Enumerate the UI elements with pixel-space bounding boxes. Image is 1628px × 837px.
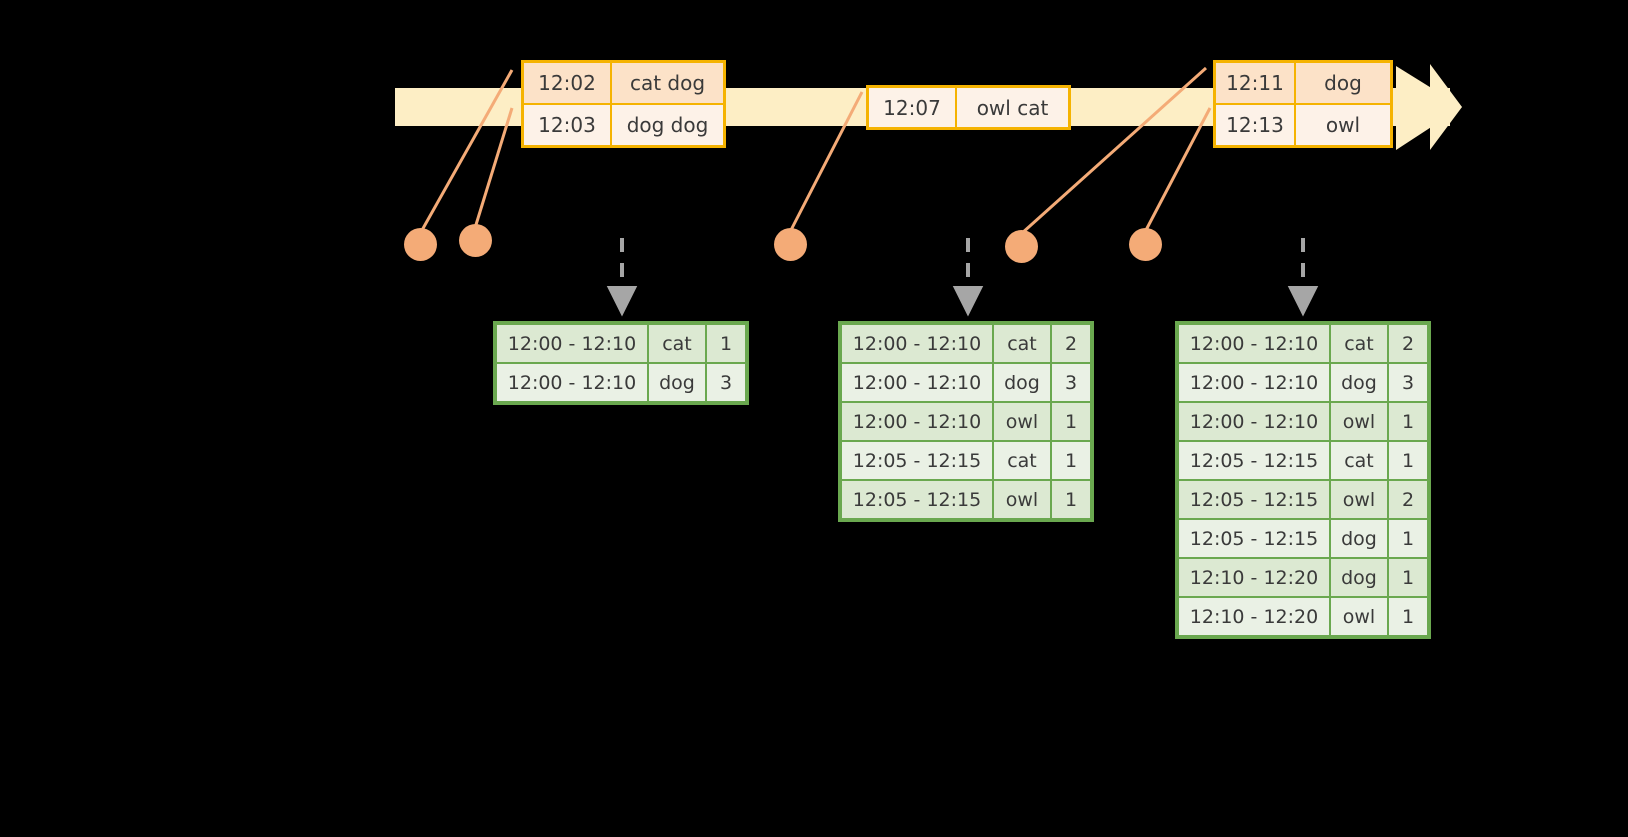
window-cell: 12:00 - 12:10 bbox=[1179, 325, 1329, 362]
table-row[interactable]: 12:00 - 12:10 cat 1 bbox=[497, 325, 745, 362]
window-cell: 12:00 - 12:10 bbox=[1179, 364, 1329, 401]
table-row[interactable]: 12:00 - 12:10 owl 1 bbox=[1179, 403, 1427, 440]
event-dot-4[interactable] bbox=[1005, 230, 1038, 263]
event-row[interactable]: 12:11 dog bbox=[1216, 63, 1390, 103]
key-cell: cat bbox=[994, 442, 1050, 479]
connector-2 bbox=[473, 107, 514, 229]
window-cell: 12:05 - 12:15 bbox=[842, 481, 992, 518]
table-row[interactable]: 12:00 - 12:10 dog 3 bbox=[1179, 364, 1427, 401]
table-row[interactable]: 12:00 - 12:10 cat 2 bbox=[842, 325, 1090, 362]
key-cell: owl bbox=[1331, 403, 1387, 440]
table-row[interactable]: 12:00 - 12:10 dog 3 bbox=[842, 364, 1090, 401]
key-cell: owl bbox=[994, 403, 1050, 440]
key-cell: dog bbox=[1331, 364, 1387, 401]
result-table-3[interactable]: 12:00 - 12:10 cat 2 12:00 - 12:10 dog 3 … bbox=[1175, 321, 1431, 639]
count-cell: 1 bbox=[1389, 598, 1427, 635]
connector-1 bbox=[419, 69, 514, 233]
event-time: 12:03 bbox=[524, 105, 612, 145]
count-cell: 1 bbox=[1052, 442, 1090, 479]
key-cell: cat bbox=[1331, 442, 1387, 479]
key-cell: dog bbox=[649, 364, 705, 401]
event-group-3[interactable]: 12:11 dog 12:13 owl bbox=[1213, 60, 1393, 148]
count-cell: 3 bbox=[1389, 364, 1427, 401]
count-cell: 1 bbox=[1052, 481, 1090, 518]
table-row[interactable]: 12:00 - 12:10 cat 2 bbox=[1179, 325, 1427, 362]
table-row[interactable]: 12:05 - 12:15 dog 1 bbox=[1179, 520, 1427, 557]
table-row[interactable]: 12:00 - 12:10 owl 1 bbox=[842, 403, 1090, 440]
key-cell: cat bbox=[1331, 325, 1387, 362]
key-cell: owl bbox=[1331, 481, 1387, 518]
table-row[interactable]: 12:00 - 12:10 dog 3 bbox=[497, 364, 745, 401]
event-payload: owl bbox=[1325, 113, 1361, 137]
window-cell: 12:05 - 12:15 bbox=[1179, 520, 1329, 557]
key-cell: cat bbox=[649, 325, 705, 362]
window-cell: 12:00 - 12:10 bbox=[842, 403, 992, 440]
event-dot-5[interactable] bbox=[1129, 228, 1162, 261]
key-cell: owl bbox=[994, 481, 1050, 518]
event-payload: dog dog bbox=[626, 113, 709, 137]
count-cell: 1 bbox=[1389, 559, 1427, 596]
window-cell: 12:00 - 12:10 bbox=[842, 325, 992, 362]
window-cell: 12:00 - 12:10 bbox=[842, 364, 992, 401]
emit-arrow-2 bbox=[952, 238, 984, 317]
key-cell: cat bbox=[994, 325, 1050, 362]
event-payload: owl cat bbox=[976, 95, 1049, 120]
connector-3 bbox=[788, 91, 864, 233]
table-row[interactable]: 12:05 - 12:15 owl 1 bbox=[842, 481, 1090, 518]
event-group-2[interactable]: 12:07 owl cat bbox=[866, 85, 1071, 130]
count-cell: 1 bbox=[1052, 403, 1090, 440]
event-time: 12:13 bbox=[1216, 105, 1296, 145]
event-row[interactable]: 12:03 dog dog bbox=[524, 103, 723, 145]
table-row[interactable]: 12:05 - 12:15 cat 1 bbox=[842, 442, 1090, 479]
key-cell: dog bbox=[1331, 520, 1387, 557]
key-cell: owl bbox=[1331, 598, 1387, 635]
event-dot-1[interactable] bbox=[404, 228, 437, 261]
emit-arrows bbox=[606, 238, 1319, 317]
count-cell: 2 bbox=[1389, 481, 1427, 518]
event-payload: cat dog bbox=[629, 71, 706, 95]
window-cell: 12:05 - 12:15 bbox=[842, 442, 992, 479]
table-row[interactable]: 12:05 - 12:15 cat 1 bbox=[1179, 442, 1427, 479]
count-cell: 2 bbox=[1052, 325, 1090, 362]
table-row[interactable]: 12:10 - 12:20 owl 1 bbox=[1179, 598, 1427, 635]
event-row[interactable]: 12:07 owl cat bbox=[869, 88, 1068, 127]
event-time: 12:11 bbox=[1216, 63, 1296, 103]
window-cell: 12:00 - 12:10 bbox=[1179, 403, 1329, 440]
window-cell: 12:00 - 12:10 bbox=[497, 325, 647, 362]
window-cell: 12:05 - 12:15 bbox=[1179, 481, 1329, 518]
event-row[interactable]: 12:13 owl bbox=[1216, 103, 1390, 145]
result-table-2[interactable]: 12:00 - 12:10 cat 2 12:00 - 12:10 dog 3 … bbox=[838, 321, 1094, 522]
emit-arrow-1 bbox=[606, 238, 638, 317]
table-row[interactable]: 12:05 - 12:15 owl 2 bbox=[1179, 481, 1427, 518]
event-time: 12:02 bbox=[524, 63, 612, 103]
count-cell: 1 bbox=[1389, 520, 1427, 557]
event-dot-2[interactable] bbox=[459, 224, 492, 257]
table-row[interactable]: 12:10 - 12:20 dog 1 bbox=[1179, 559, 1427, 596]
count-cell: 1 bbox=[1389, 442, 1427, 479]
event-dot-3[interactable] bbox=[774, 228, 807, 261]
event-time: 12:07 bbox=[869, 88, 957, 127]
window-cell: 12:00 - 12:10 bbox=[497, 364, 647, 401]
count-cell: 1 bbox=[1389, 403, 1427, 440]
window-cell: 12:10 - 12:20 bbox=[1179, 559, 1329, 596]
event-payload: dog bbox=[1324, 71, 1362, 95]
event-row[interactable]: 12:02 cat dog bbox=[524, 63, 723, 103]
key-cell: dog bbox=[994, 364, 1050, 401]
count-cell: 3 bbox=[1052, 364, 1090, 401]
count-cell: 2 bbox=[1389, 325, 1427, 362]
event-group-1[interactable]: 12:02 cat dog 12:03 dog dog bbox=[521, 60, 726, 148]
window-cell: 12:10 - 12:20 bbox=[1179, 598, 1329, 635]
window-cell: 12:05 - 12:15 bbox=[1179, 442, 1329, 479]
count-cell: 1 bbox=[707, 325, 745, 362]
key-cell: dog bbox=[1331, 559, 1387, 596]
count-cell: 3 bbox=[707, 364, 745, 401]
emit-arrow-3 bbox=[1287, 238, 1319, 317]
connector-5 bbox=[1143, 107, 1212, 233]
result-table-1[interactable]: 12:00 - 12:10 cat 1 12:00 - 12:10 dog 3 bbox=[493, 321, 749, 405]
